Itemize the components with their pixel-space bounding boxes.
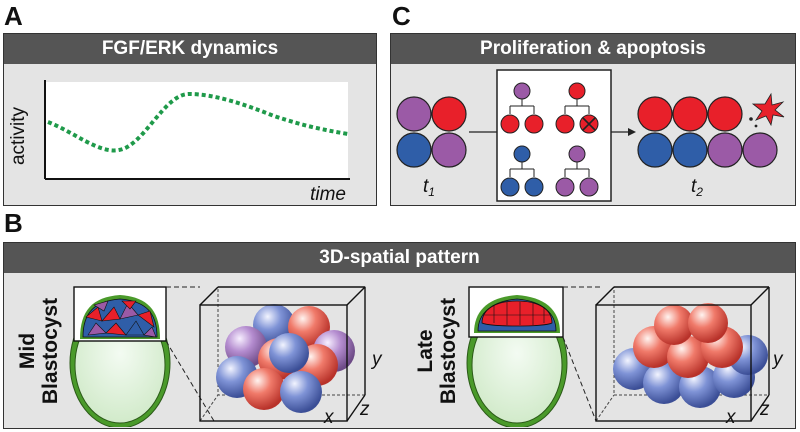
panel-a-title: FGF/ERK dynamics [4, 34, 376, 64]
cell-purple [568, 145, 586, 163]
late-label-line2: Blastocyst [437, 298, 460, 404]
cell-purple [555, 177, 575, 197]
cell-red [637, 96, 673, 132]
cell-red [555, 114, 575, 134]
axis-z-label: z [759, 399, 770, 420]
cell-purple [396, 96, 432, 132]
cell-blue [396, 132, 432, 168]
proliferation-diagram: t1 [396, 69, 785, 202]
cell-blue [524, 177, 544, 197]
y-axis-label: activity [8, 106, 29, 165]
mid-3d-cell-box [199, 286, 366, 422]
axis-y-label: y [370, 349, 383, 370]
cell-blue [513, 145, 531, 163]
panel-b-title: 3D-spatial pattern [4, 243, 795, 273]
cell-red [707, 96, 743, 132]
cell-purple [742, 132, 778, 168]
cell-red [524, 114, 544, 134]
panel-a: FGF/ERK dynamics activity time [3, 33, 377, 206]
axis-x-label: x [725, 407, 737, 427]
lineage-branch [564, 99, 590, 114]
erk-activity-curve [47, 91, 349, 153]
mid-label-line2: Blastocyst [39, 298, 62, 404]
debris-dot [754, 124, 758, 128]
cell-purple [513, 82, 531, 100]
apoptosis-x-icon [582, 117, 596, 131]
zoom-line [562, 336, 597, 422]
panel-letter-b: B [4, 208, 23, 238]
axis-y-label: y [771, 349, 784, 370]
late-label-line1: Late [414, 329, 437, 372]
mid-blastocyst-embryo [69, 286, 171, 427]
panel-letter-a: A [4, 1, 23, 31]
lineage-branch [509, 99, 535, 114]
arrowhead-icon [628, 128, 636, 136]
mid-label-line1: Mid [16, 333, 39, 369]
axis-x-label: x [323, 407, 335, 427]
t2-label: t2 [691, 176, 703, 199]
apoptosis-burst-icon [751, 92, 785, 127]
cell-purple [431, 132, 467, 168]
late-blastocyst-embryo [466, 286, 568, 427]
panel-b: 3D-spatial pattern Mid Blastocyst [3, 242, 796, 429]
t1-label: t1 [423, 176, 435, 199]
lineage-branch [509, 162, 535, 177]
lineage-branch [564, 162, 590, 177]
panel-letter-c: C [392, 1, 411, 31]
cell-red [672, 96, 708, 132]
cell-purple [707, 132, 743, 168]
late-3d-cell-box [595, 286, 770, 422]
panel-c-title: Proliferation & apoptosis [391, 34, 795, 64]
cell-blue [500, 177, 520, 197]
zoom-line [165, 340, 215, 422]
cell-purple [579, 177, 599, 197]
erk-activity-plot: activity time [8, 80, 350, 204]
cell-blue [637, 132, 673, 168]
x-axis-label: time [310, 184, 346, 204]
cell-blue [672, 132, 708, 168]
cell-red [431, 96, 467, 132]
cell-red [568, 82, 586, 100]
plot-area [45, 82, 348, 179]
axis-z-label: z [359, 399, 370, 420]
panel-c: Proliferation & apoptosis t1 [390, 33, 796, 206]
debris-dot [749, 117, 753, 121]
spatial-pattern-diagram: Mid Blastocyst [16, 286, 784, 427]
cell-red [500, 114, 520, 134]
